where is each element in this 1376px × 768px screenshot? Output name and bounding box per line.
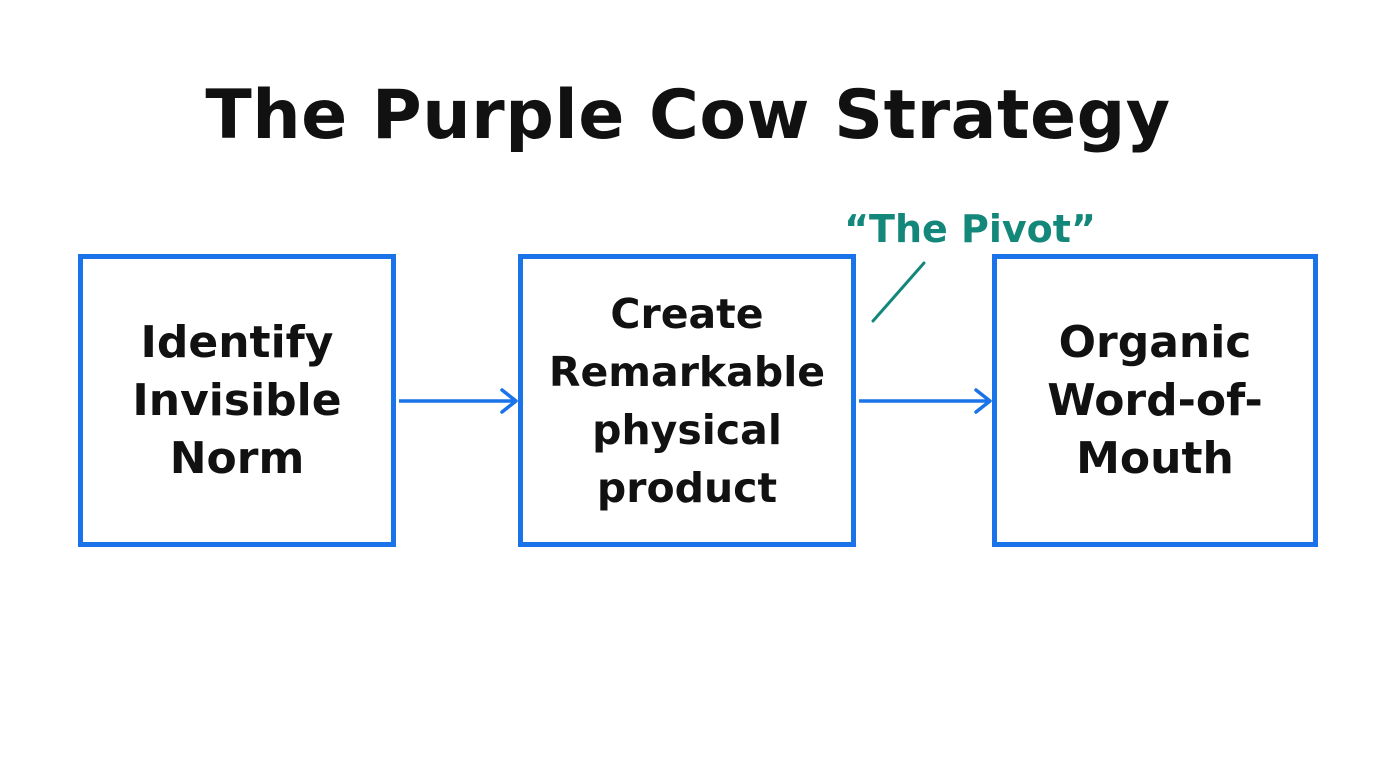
step-2-line-3: physical [592, 405, 782, 454]
step-identify-invisible-norm: Identify Invisible Norm [78, 254, 396, 547]
annotation-the-pivot: “The Pivot” [844, 207, 1096, 251]
arrow-step-2-to-3 [859, 388, 992, 414]
arrowhead-icon [974, 388, 992, 414]
diagram-title: The Purple Cow Strategy [205, 76, 1171, 155]
step-2-line-2: Remarkable [548, 347, 826, 396]
arrow-step-1-to-2 [399, 388, 518, 414]
step-1-line-3: Norm [169, 432, 305, 484]
annotation-leader-line [871, 261, 926, 323]
arrowhead-icon [500, 388, 518, 414]
step-3-line-2: Word-of- [1047, 374, 1263, 426]
step-organic-word-of-mouth: Organic Word-of- Mouth [992, 254, 1318, 547]
step-3-line-1: Organic [1058, 316, 1252, 368]
step-1-line-2: Invisible [132, 374, 342, 426]
step-1-line-1: Identify [140, 316, 334, 368]
step-2-line-1: Create [610, 289, 764, 338]
step-3-line-3: Mouth [1076, 432, 1234, 484]
step-create-remarkable-product: Create Remarkable physical product [518, 254, 856, 547]
step-2-line-4: product [596, 463, 778, 512]
